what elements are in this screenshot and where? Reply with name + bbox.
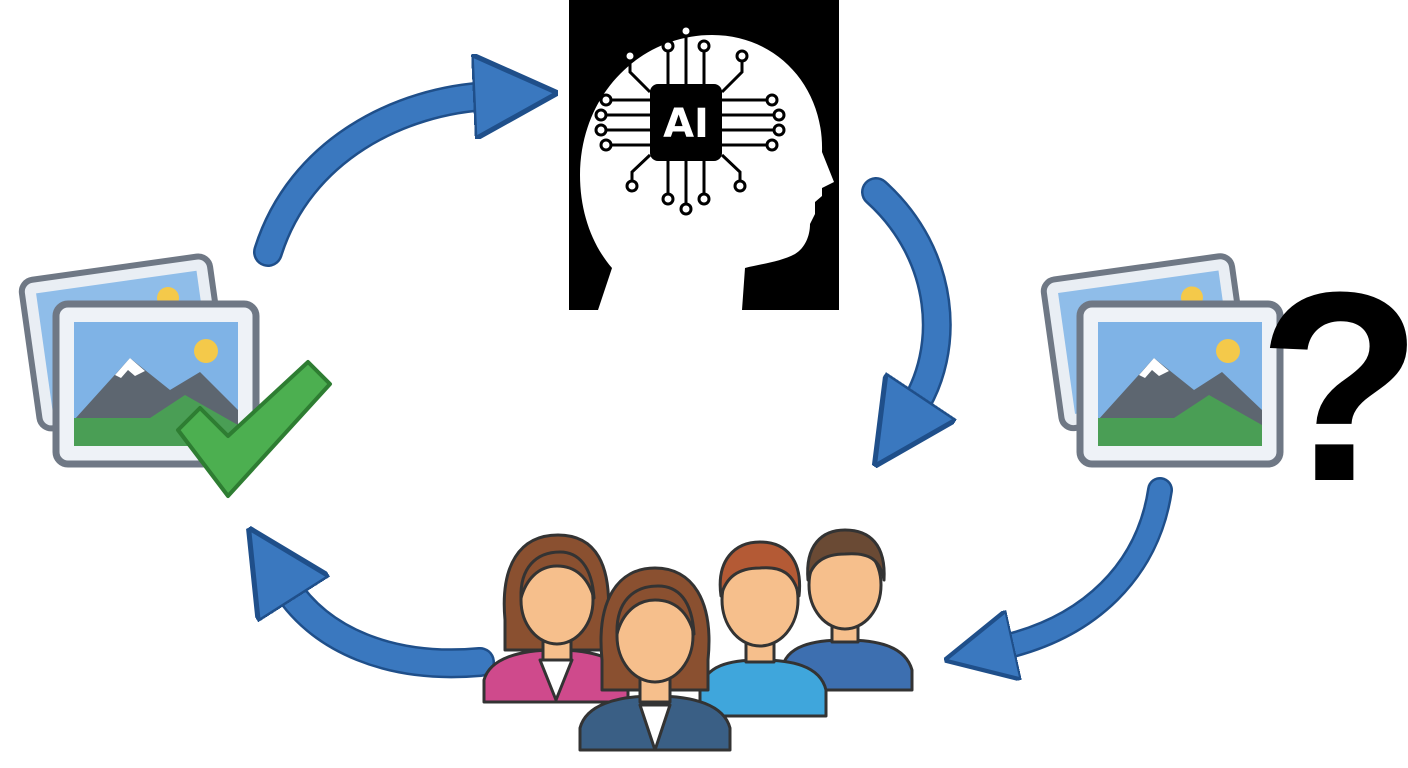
annotators-group [482,528,914,752]
person-avatar-2 [578,566,732,752]
front-image-card [1076,300,1284,468]
ai-chip-label: AI [663,101,709,147]
arrow-labeled-to-ai [253,96,490,267]
check-mark-icon [176,360,332,498]
question-mark-icon: ? [1258,237,1408,538]
arrow-annotators-to-labeled [285,585,495,679]
ai-circuit-traces [605,35,775,205]
person-avatar-1 [482,533,630,704]
cycle-arrows [253,96,1173,679]
labeled-images-node [18,253,332,498]
ai-circuit-nodes [594,24,786,216]
person-avatar-3 [698,540,828,718]
sun-icon [194,339,218,363]
arrow-unlabeled-to-annotators [1000,477,1173,648]
sun-icon [1216,339,1240,363]
unlabeled-images-node: ? [1040,237,1408,538]
arrow-ai-to-annotators [861,177,937,410]
ai-model-node: AI [569,0,839,310]
ai-chip [650,84,722,161]
